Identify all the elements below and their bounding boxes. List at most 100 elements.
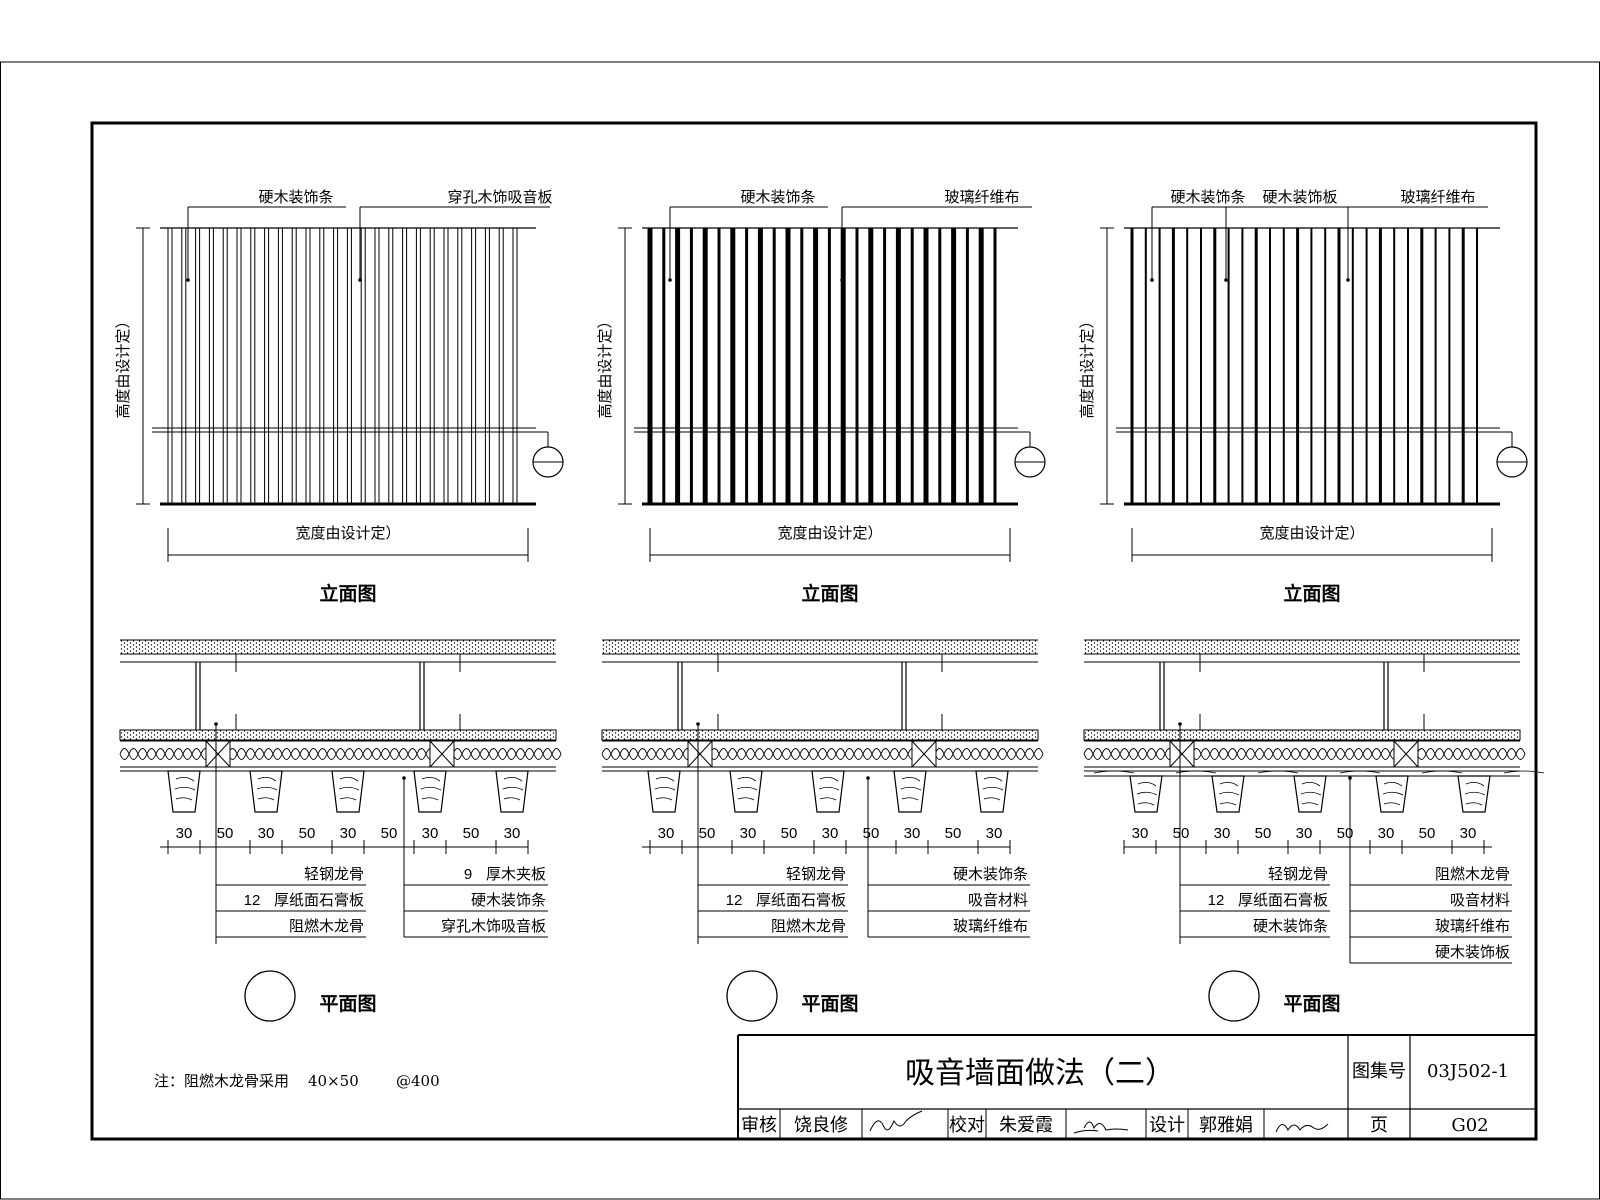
wood-strip xyxy=(495,770,529,813)
dimension-value: 50 xyxy=(1255,825,1272,842)
elevation-label: 玻璃纤维布 xyxy=(944,188,1019,206)
insulation-pattern xyxy=(601,748,1044,760)
leader-dot xyxy=(1346,278,1350,282)
callout-label: 轻钢龙骨 xyxy=(1268,865,1328,883)
review-label: 审核 xyxy=(741,1115,777,1136)
gypsum-board xyxy=(601,729,1039,741)
dimension-value: 30 xyxy=(340,825,357,842)
batten-cross xyxy=(429,740,455,768)
wood-grain xyxy=(338,777,360,801)
wood-strip xyxy=(1293,775,1327,813)
callout-prefix: 12 xyxy=(244,892,261,909)
wood-grain xyxy=(736,777,758,801)
dimension-value: 50 xyxy=(699,825,716,842)
height-label: 高度由设计定） xyxy=(1078,313,1096,418)
dimension-value: 30 xyxy=(904,825,921,842)
wood-grain xyxy=(900,777,922,801)
drawing-frame xyxy=(90,121,1538,1141)
note: 注：阻燃木龙骨采用 40×50 @400 xyxy=(154,1072,440,1090)
dimension-value: 50 xyxy=(381,825,398,842)
note-spec: 40×50 xyxy=(308,1072,359,1090)
board-grain xyxy=(1257,770,1299,774)
wood-strip xyxy=(975,770,1009,813)
callout-label: 阻燃木龙骨 xyxy=(1435,865,1510,883)
elevation-label: 穿孔木饰吸音板 xyxy=(447,188,552,206)
page-number: G02 xyxy=(1451,1115,1488,1136)
wood-grain xyxy=(502,777,524,801)
check-label: 校对 xyxy=(949,1115,985,1136)
dimension-value: 30 xyxy=(176,825,193,842)
wood-grain xyxy=(1218,782,1240,806)
callout-label: 玻璃纤维布 xyxy=(953,917,1028,935)
leader-dot xyxy=(840,278,844,282)
board-grain xyxy=(1093,770,1135,774)
batten-cross xyxy=(205,740,231,768)
drawing-title: 吸音墙面做法（二） xyxy=(905,1056,1175,1091)
reviewer-signature xyxy=(869,1110,923,1132)
callout-label: 轻钢龙骨 xyxy=(786,865,846,883)
wood-strip xyxy=(1129,775,1163,813)
wood-strip xyxy=(331,770,365,813)
leader-dot xyxy=(1150,278,1154,282)
wood-grain xyxy=(654,777,676,801)
elevation-title: 立面图 xyxy=(801,582,858,605)
height-label: 高度由设计定） xyxy=(114,313,132,418)
callout-prefix: 12 xyxy=(726,892,743,909)
elevation-label: 硬木装饰条 xyxy=(740,188,815,206)
callout-label: 吸音材料 xyxy=(968,891,1028,909)
atlas-number: 03J502-1 xyxy=(1427,1061,1509,1082)
wood-grain xyxy=(1136,782,1158,806)
board-grain xyxy=(1339,770,1381,774)
wood-strip xyxy=(811,770,845,813)
width-label: 宽度由设计定） xyxy=(295,524,400,542)
gypsum-board xyxy=(1083,729,1521,741)
elevation-label: 硬木装饰条 xyxy=(258,188,333,206)
elevation-label: 玻璃纤维布 xyxy=(1400,188,1475,206)
dimension-value: 30 xyxy=(422,825,439,842)
callout-label: 吸音材料 xyxy=(1450,891,1510,909)
callout-label: 玻璃纤维布 xyxy=(1435,917,1510,935)
board-grain xyxy=(1503,770,1545,774)
leader-dot xyxy=(668,278,672,282)
design-label: 设计 xyxy=(1149,1115,1185,1136)
elevation-title: 立面图 xyxy=(1283,582,1340,605)
wood-strip xyxy=(249,770,283,813)
dimension-value: 50 xyxy=(781,825,798,842)
width-label: 宽度由设计定） xyxy=(777,524,882,542)
plan-title: 平面图 xyxy=(319,993,376,1015)
callout-label: 阻燃木龙骨 xyxy=(771,917,846,935)
dimension-value: 30 xyxy=(1378,825,1395,842)
callout-prefix: 9 xyxy=(464,866,472,883)
dimension-value: 30 xyxy=(1132,825,1149,842)
page-label: 页 xyxy=(1370,1115,1388,1136)
wall-hatch xyxy=(602,640,1038,654)
plan-marker-icon xyxy=(244,970,296,1022)
wood-strip xyxy=(647,770,681,813)
dimension-value: 30 xyxy=(258,825,275,842)
insulation-pattern xyxy=(119,748,562,760)
wood-grain xyxy=(1382,782,1404,806)
leader-dot xyxy=(1224,278,1228,282)
leader-dot xyxy=(214,722,218,726)
leader-dot xyxy=(1348,776,1352,780)
leader-dot xyxy=(866,776,870,780)
callout-label: 轻钢龙骨 xyxy=(304,865,364,883)
callout-label: 厚纸面石膏板 xyxy=(1238,891,1328,909)
leader-dot xyxy=(358,278,362,282)
wood-strip xyxy=(1211,775,1245,813)
insulation-pattern xyxy=(1083,748,1526,760)
wood-strip xyxy=(1457,775,1491,813)
leader-dot xyxy=(402,776,406,780)
dimension-value: 50 xyxy=(945,825,962,842)
leader-dot xyxy=(186,278,190,282)
gypsum-board xyxy=(119,729,557,741)
plan-title: 平面图 xyxy=(801,993,858,1015)
dimension-value: 50 xyxy=(1419,825,1436,842)
dimension-value: 30 xyxy=(986,825,1003,842)
callout-label: 厚纸面石膏板 xyxy=(274,891,364,909)
checker-name: 朱爱霞 xyxy=(999,1115,1053,1136)
panels-group: 高度由设计定） 宽度由设计定） 立面图 硬木装饰条 穿孔木饰吸音板 30 50 30 50 30 5… xyxy=(114,188,1545,1022)
